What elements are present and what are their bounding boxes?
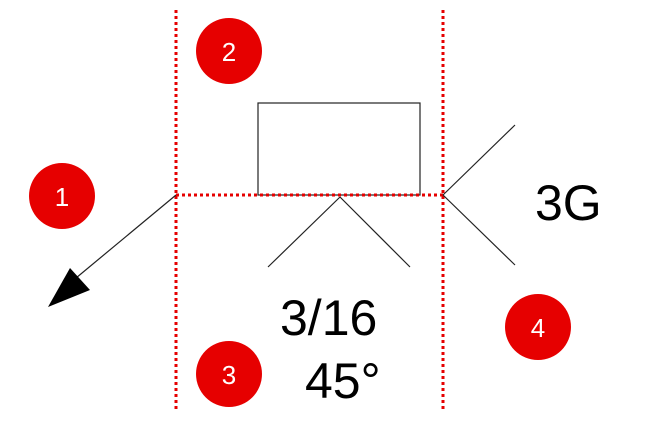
callout-badge-3: 3 [196, 341, 262, 407]
callout-badge-1: 1 [29, 163, 95, 229]
finish-designation-text: 3G [535, 175, 602, 231]
svg-text:2: 2 [222, 37, 236, 67]
svg-text:3: 3 [222, 360, 236, 390]
tail-lower-line [442, 194, 516, 266]
groove-angle-text: 45° [305, 353, 381, 409]
svg-text:4: 4 [531, 313, 545, 343]
groove-right-leg [339, 196, 411, 268]
callout-badge-4: 4 [505, 294, 571, 360]
tail-upper-line [442, 124, 516, 196]
svg-text:1: 1 [55, 182, 69, 212]
callout-badge-2: 2 [196, 18, 262, 84]
backing-rectangle [257, 102, 421, 196]
arrow-leader-line [69, 194, 177, 284]
weld-size-text: 3/16 [280, 290, 377, 346]
groove-left-leg [267, 196, 341, 268]
arrow-head-icon [48, 268, 90, 307]
